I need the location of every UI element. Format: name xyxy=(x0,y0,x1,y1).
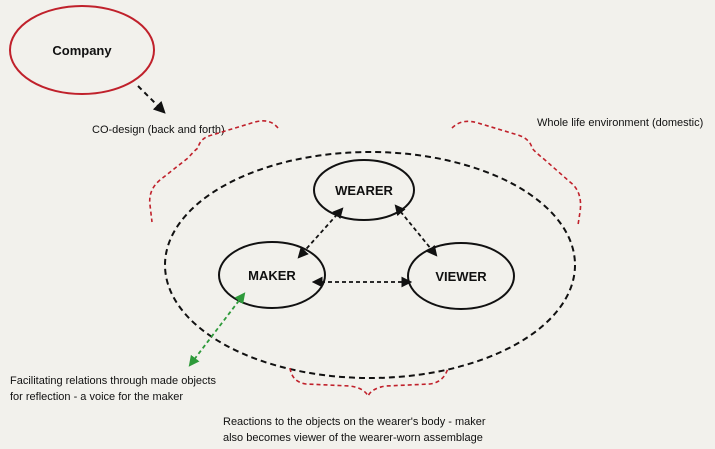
arrow-wearer-viewer xyxy=(394,204,438,257)
viewer-node xyxy=(407,242,515,310)
bracket-right xyxy=(451,120,582,226)
wearer-label: WEARER xyxy=(335,183,393,198)
viewer-label: VIEWER xyxy=(435,269,487,284)
reactions-line2: also becomes viewer of the wearer-worn a… xyxy=(223,432,483,444)
wearer-node xyxy=(313,159,415,221)
maker-node xyxy=(218,241,326,309)
reactions-line1: Reactions to the objects on the wearer's… xyxy=(223,416,486,428)
facilitating-line1: Facilitating relations through made obje… xyxy=(10,375,217,387)
bracket-left xyxy=(148,120,279,223)
codesign-label: CO-design (back and forth) xyxy=(92,124,225,136)
facilitating-line2: for reflection - a voice for the maker xyxy=(10,391,183,403)
arrow-facilitating xyxy=(188,292,246,367)
company-label: Company xyxy=(52,43,112,58)
arrow-wearer-maker xyxy=(297,207,344,259)
bracket-bottom xyxy=(289,367,449,398)
maker-label: MAKER xyxy=(248,268,296,283)
company-arrow xyxy=(137,85,166,114)
environment-label: Whole life environment (domestic) xyxy=(537,117,703,129)
environment-ellipse xyxy=(164,151,576,379)
company-ellipse xyxy=(9,5,155,95)
